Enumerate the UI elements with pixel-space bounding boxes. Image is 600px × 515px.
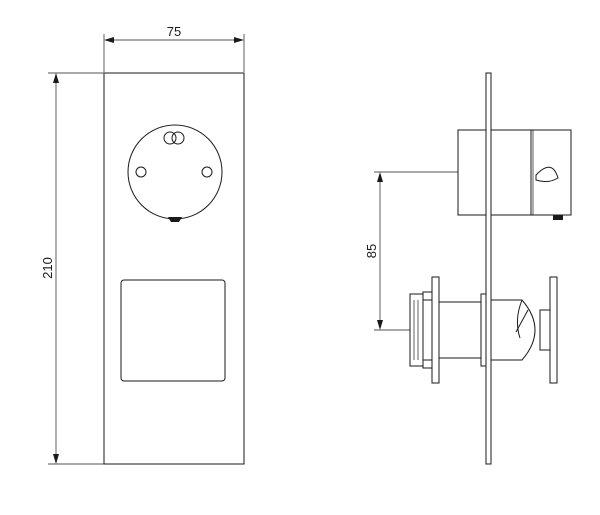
height-dimension: 210 xyxy=(40,72,104,465)
side-plate xyxy=(485,72,492,465)
dial-screw-right xyxy=(201,166,213,178)
mixer-dial xyxy=(127,124,223,222)
dial-knob xyxy=(127,124,223,220)
valve-body-side xyxy=(409,276,558,384)
push-button xyxy=(120,279,226,382)
dial-handle-right xyxy=(171,131,185,145)
width-label: 75 xyxy=(167,24,181,39)
dial-handle-left xyxy=(163,131,177,145)
height-label: 210 xyxy=(40,257,55,279)
cover-plate xyxy=(103,72,245,465)
side-view xyxy=(409,72,572,465)
dial-notch xyxy=(168,217,182,222)
mixer-body-side xyxy=(457,129,572,220)
dial-screw-left xyxy=(135,166,147,178)
offset-dimension: 85 xyxy=(364,171,458,331)
front-view xyxy=(103,72,245,465)
width-dimension: 75 xyxy=(103,24,245,72)
offset-label: 85 xyxy=(364,244,379,258)
